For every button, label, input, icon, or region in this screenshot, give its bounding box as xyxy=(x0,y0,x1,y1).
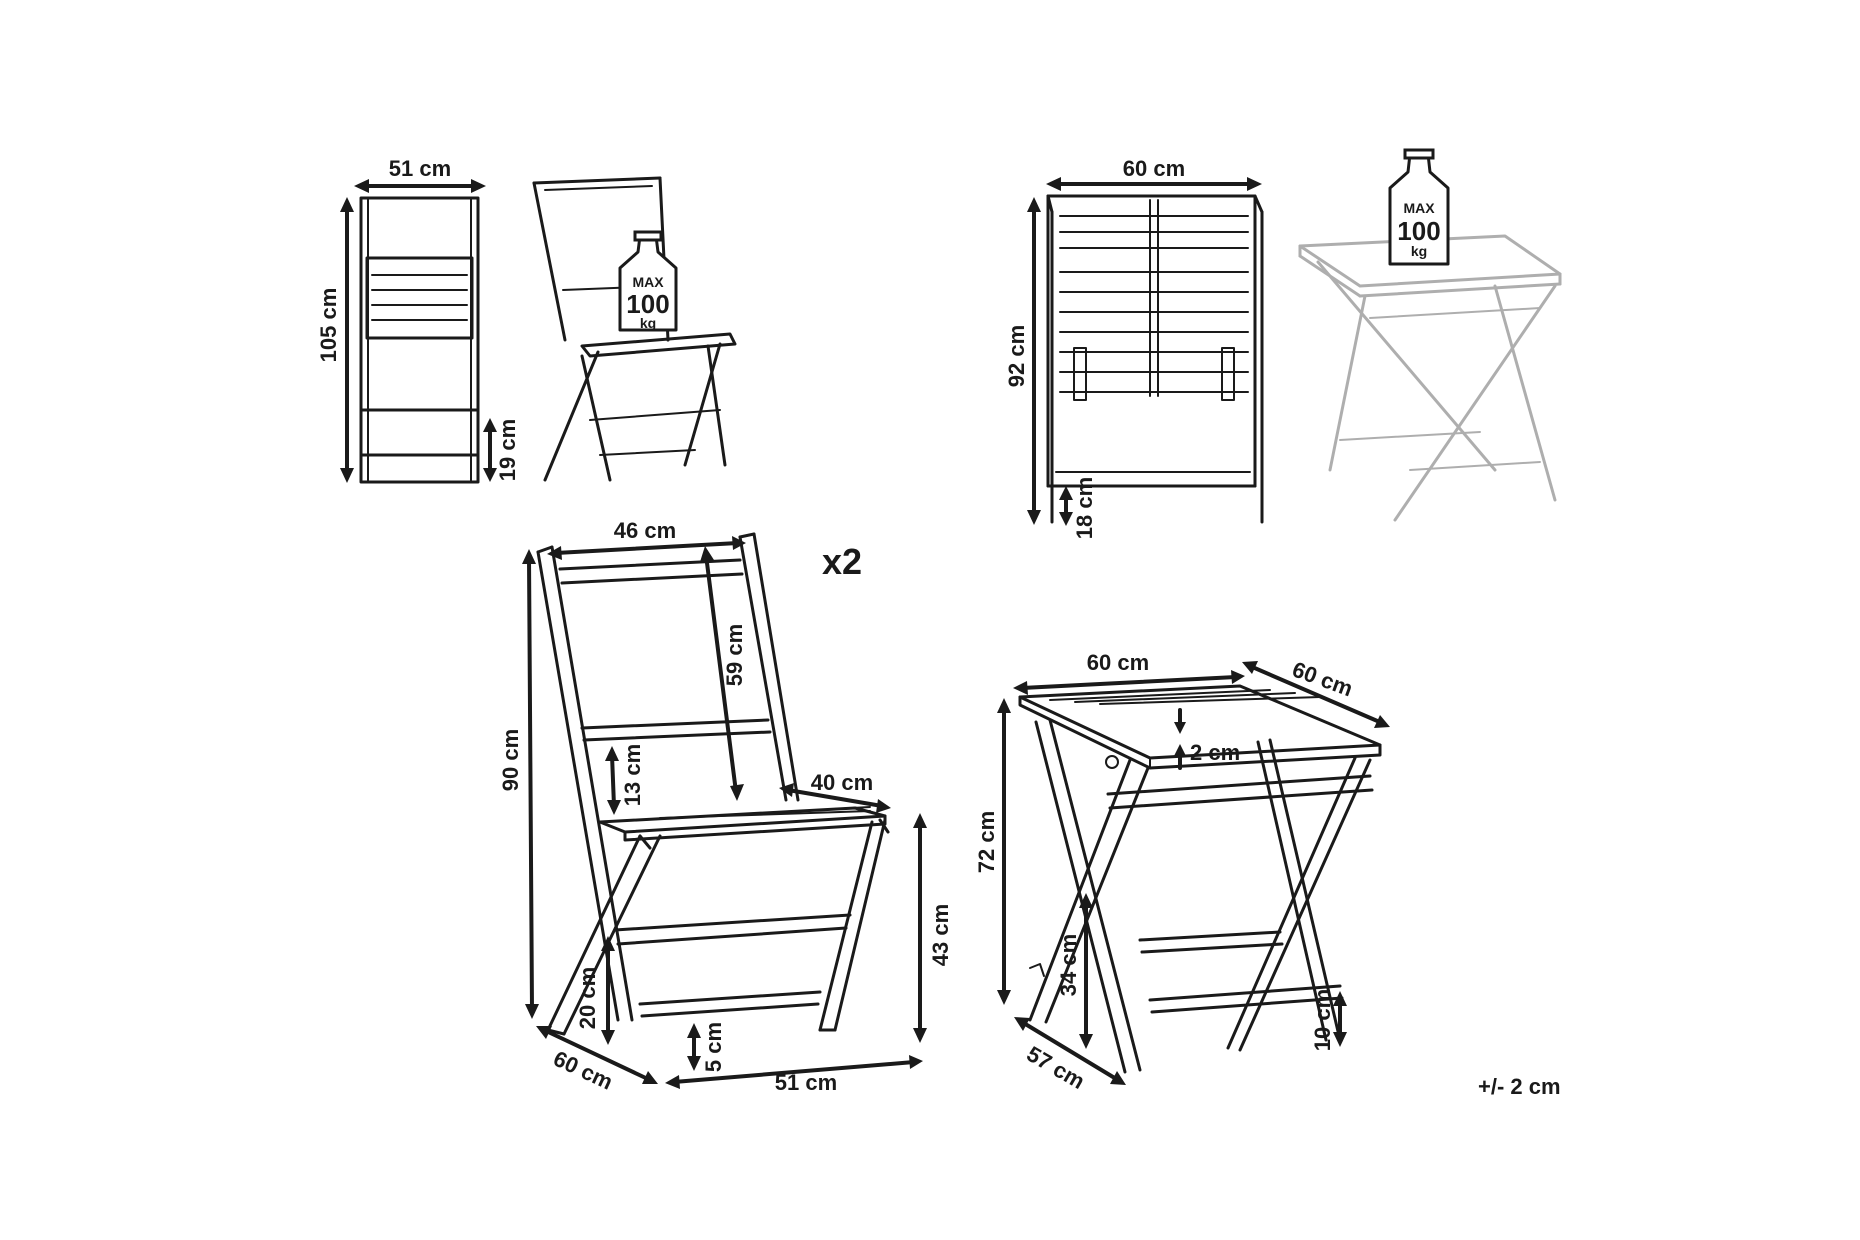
folded-chair-foot-dimension xyxy=(483,418,497,482)
folded-table-foot-label: 18 cm xyxy=(1072,477,1097,539)
chair-stretcher-label: 20 cm xyxy=(575,967,600,1029)
chair-seat-height-dimension xyxy=(913,813,927,1043)
chair-height-dimension xyxy=(522,549,539,1019)
chair-backrest-gap-dimension xyxy=(605,746,621,815)
folded-table-front-view xyxy=(1046,194,1264,524)
folded-table-width-label: 60 cm xyxy=(1123,156,1185,181)
table-top-thickness-label: 2 cm xyxy=(1190,740,1240,765)
table-height-label: 72 cm xyxy=(974,811,999,873)
chair-side-view xyxy=(532,176,737,482)
table-base-depth-label: 57 cm xyxy=(1022,1041,1089,1094)
table-weight-unit: kg xyxy=(1411,243,1427,259)
chair-width-dimension xyxy=(665,1055,923,1089)
tolerance-note: +/- 2 cm xyxy=(1478,1074,1561,1099)
table-stretcher-label: 34 cm xyxy=(1056,934,1081,996)
table-weight-max: MAX xyxy=(1403,200,1435,216)
folded-table-width-dimension xyxy=(1046,177,1262,191)
table-side-view-faded xyxy=(1298,234,1562,522)
chair-back-width-dimension xyxy=(547,536,746,560)
chair-back-height-label: 59 cm xyxy=(722,624,747,686)
table-depth-label: 60 cm xyxy=(1289,657,1356,702)
folded-table-foot-dimension xyxy=(1059,486,1073,526)
folded-chair-front-view xyxy=(359,196,480,484)
table-base-depth-dimension xyxy=(1014,1017,1126,1085)
chair-stretcher-dimension xyxy=(601,936,615,1045)
table-width-dimension xyxy=(1013,670,1245,695)
table-height-dimension xyxy=(997,698,1011,1005)
folded-table-height-dimension xyxy=(1027,197,1041,525)
chair-depth-dimension xyxy=(536,1026,658,1084)
chair-count-label: x2 xyxy=(822,541,862,582)
chair-weight-value: 100 xyxy=(626,289,669,319)
chair-seat-depth-label: 40 cm xyxy=(811,770,873,795)
folded-table-height-label: 92 cm xyxy=(1004,325,1029,387)
chair-weight-max: MAX xyxy=(632,274,664,290)
chair-seat-depth-dimension xyxy=(779,783,891,813)
chair-seat-height-label: 43 cm xyxy=(928,904,953,966)
folded-chair-foot-label: 19 cm xyxy=(495,419,520,481)
chair-drawing xyxy=(536,532,890,1036)
table-weight-value: 100 xyxy=(1397,216,1440,246)
folded-chair-height-dimension xyxy=(340,197,354,483)
chair-backrest-gap-label: 13 cm xyxy=(620,744,645,806)
table-foot-dimension xyxy=(1333,991,1347,1047)
folded-chair-width-dimension xyxy=(354,179,486,193)
table-foot-label: 10 cm xyxy=(1310,989,1335,1051)
chair-weight-icon xyxy=(618,230,678,332)
chair-depth-label: 60 cm xyxy=(550,1046,617,1095)
chair-height-label: 90 cm xyxy=(498,729,523,791)
table-depth-dimension xyxy=(1242,661,1390,728)
table-weight-icon xyxy=(1388,148,1450,266)
chair-back-width-label: 46 cm xyxy=(614,518,676,543)
chair-back-height-dimension xyxy=(700,546,744,801)
chair-weight-unit: kg xyxy=(640,315,656,331)
chair-width-label: 51 cm xyxy=(775,1070,837,1095)
table-drawing xyxy=(1018,684,1382,1074)
table-width-label: 60 cm xyxy=(1087,650,1149,675)
chair-foot-label: 5 cm xyxy=(701,1022,726,1072)
table-top-thickness-dimension xyxy=(1174,708,1186,770)
folded-chair-width-label: 51 cm xyxy=(389,156,451,181)
folded-chair-height-label: 105 cm xyxy=(316,288,341,363)
chair-foot-dimension xyxy=(687,1023,701,1071)
table-stretcher-dimension xyxy=(1079,893,1093,1049)
